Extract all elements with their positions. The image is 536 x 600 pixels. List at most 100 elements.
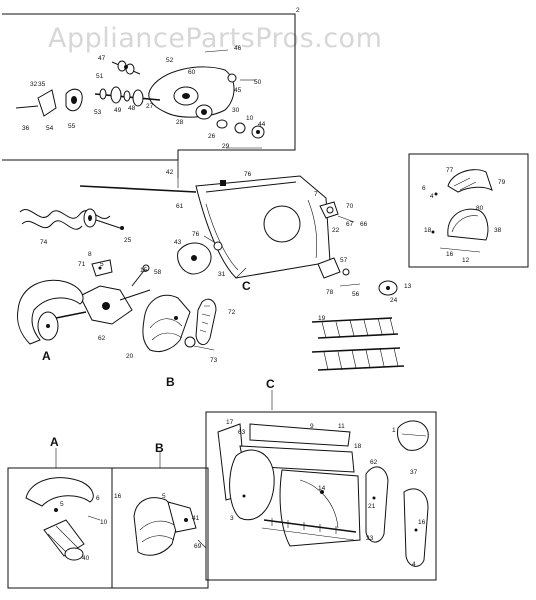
part-label: 8 xyxy=(88,251,92,258)
inset-c-housing-side xyxy=(229,449,275,521)
callout-inset-b: B xyxy=(155,441,164,455)
part-label: 13 xyxy=(404,283,412,290)
part-label: 35 xyxy=(38,81,46,88)
part-label: 69 xyxy=(194,543,202,550)
part-label: 73 xyxy=(210,357,218,364)
part-label: 70 xyxy=(346,203,354,210)
part-label: 48 xyxy=(128,105,136,112)
inset-c-frame xyxy=(205,411,437,581)
inset-c xyxy=(205,411,437,581)
part-label: 21 xyxy=(368,503,376,510)
part-label: 53 xyxy=(94,109,102,116)
part-label: 18 xyxy=(424,227,432,234)
part-label: 10 xyxy=(246,115,254,122)
part-label: 79 xyxy=(498,179,506,186)
part-label: 72 xyxy=(228,309,236,316)
part-label: 51 xyxy=(96,73,104,80)
part-label: 40 xyxy=(82,555,90,562)
part-label: 32 xyxy=(30,81,38,88)
gearbox-inset-frame xyxy=(2,13,296,161)
chute-inset xyxy=(408,153,529,268)
part-label: 7 xyxy=(314,191,318,198)
chute-body xyxy=(447,208,489,241)
inset-a-bracket xyxy=(43,519,85,557)
watermark-text: AppliancePartsPros.com xyxy=(48,23,382,54)
part-label: 10 xyxy=(100,519,108,526)
part-label: 61 xyxy=(176,203,184,210)
part-label: 11 xyxy=(338,423,345,430)
part-label: 29 xyxy=(222,143,230,150)
discharge-opening xyxy=(263,205,301,243)
side-shroud-b xyxy=(142,294,191,353)
part-label: 42 xyxy=(166,169,174,176)
part-label: 62 xyxy=(98,335,106,342)
part-label: 16 xyxy=(114,493,122,500)
part-label: 12 xyxy=(462,257,470,264)
callout-inset-c: C xyxy=(266,377,275,391)
part-label: 18 xyxy=(354,443,362,450)
part-label: 62 xyxy=(370,459,378,466)
drive-belt xyxy=(195,298,217,345)
side-shroud-a xyxy=(17,279,84,345)
inset-a xyxy=(7,448,113,589)
inset-a-shroud xyxy=(25,477,94,507)
part-label: 5 xyxy=(162,493,166,500)
part-label: 16 xyxy=(418,519,426,526)
part-label: 44 xyxy=(258,121,266,128)
part-label: 50 xyxy=(254,79,262,86)
gearbox-inset xyxy=(2,13,296,178)
part-label: 17 xyxy=(226,419,234,426)
callout-labels: A B C A B C xyxy=(42,279,275,455)
chute-inset-frame xyxy=(408,153,529,268)
part-label: 25 xyxy=(124,237,132,244)
part-label: 49 xyxy=(114,107,122,114)
part-label: 9 xyxy=(310,423,314,430)
part-label: 22 xyxy=(332,227,340,234)
impeller-shaft xyxy=(79,185,197,193)
part-label: 71 xyxy=(78,261,86,268)
part-label: 2 xyxy=(296,7,300,14)
inset-c-chute-base xyxy=(397,420,429,451)
part-label: 67 xyxy=(346,221,354,228)
inset-c-right-plate xyxy=(403,488,429,567)
part-label: 23 xyxy=(366,535,374,542)
auger-housing xyxy=(195,175,331,279)
part-label: 45 xyxy=(234,87,242,94)
part-label: 6 xyxy=(422,185,426,192)
auger-housing-assembly xyxy=(17,160,405,410)
part-label: 77 xyxy=(446,167,454,174)
part-label: 47 xyxy=(98,55,106,62)
part-label: 63 xyxy=(238,429,246,436)
part-label: 78 xyxy=(326,289,334,296)
part-label: 43 xyxy=(174,239,182,246)
part-label: 6 xyxy=(96,495,100,502)
callout-inset-a: A xyxy=(50,435,59,449)
part-label: 15 xyxy=(140,267,148,274)
callout-main-c: C xyxy=(242,279,251,293)
part-label: 58 xyxy=(154,269,162,276)
part-label: 74 xyxy=(40,239,48,246)
part-label: 5 xyxy=(100,261,104,268)
bearing-plate-left xyxy=(37,89,57,117)
part-label: 55 xyxy=(68,123,76,130)
part-label: 16 xyxy=(446,251,454,258)
part-label: 31 xyxy=(218,271,226,278)
part-label: 3 xyxy=(230,515,234,522)
auger-spiral xyxy=(19,209,111,219)
part-label: 30 xyxy=(232,107,240,114)
part-label: 27 xyxy=(146,103,154,110)
part-label: 37 xyxy=(410,469,418,476)
part-label: 1 xyxy=(392,427,396,434)
part-label: 20 xyxy=(126,353,134,360)
part-label: 19 xyxy=(318,315,326,322)
part-label: 80 xyxy=(476,205,484,212)
inset-c-skid xyxy=(365,466,389,543)
part-label: 52 xyxy=(166,57,174,64)
inset-b xyxy=(111,452,209,589)
callout-main-b: B xyxy=(166,375,175,389)
part-label: 14 xyxy=(318,485,326,492)
part-label: 57 xyxy=(340,257,348,264)
part-label: 26 xyxy=(208,133,216,140)
part-label: 60 xyxy=(188,69,196,76)
part-label: 76 xyxy=(244,171,252,178)
